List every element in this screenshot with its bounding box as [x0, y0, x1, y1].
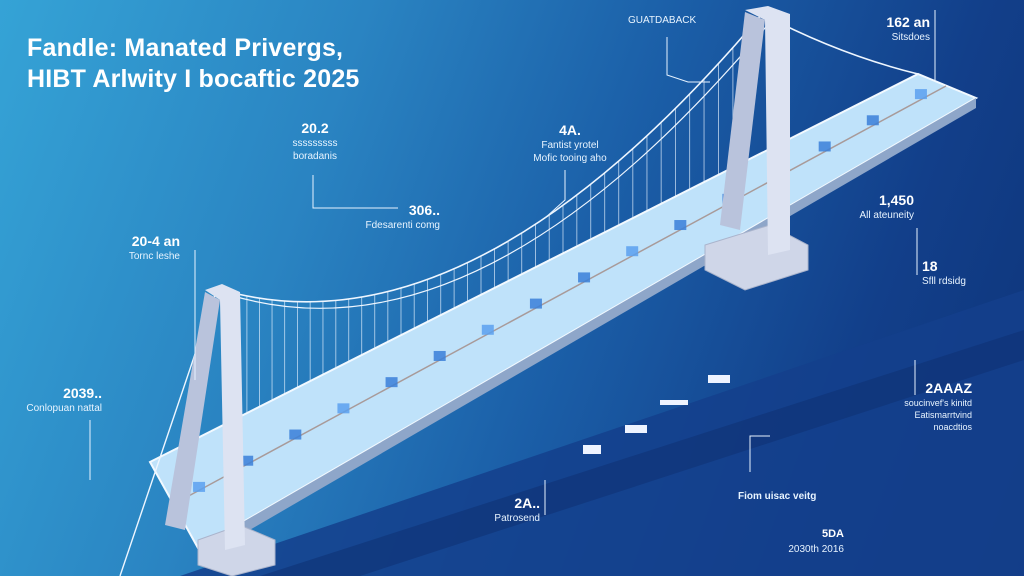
left-tower-leg-back [165, 292, 220, 530]
label-text: Sitsdoes [891, 32, 930, 43]
label-value: 20-4 an [131, 233, 180, 249]
label-left-mid: 20-4 an Tornc leshe [100, 233, 180, 263]
label-top-right: 162 an Sitsdoes [860, 14, 930, 44]
deck-structure [914, 89, 927, 100]
deck-structure [241, 455, 254, 466]
label-text: Fdesarenti comg [365, 220, 440, 231]
deck-structure [866, 115, 879, 126]
label-text: Sfll rdsidg [922, 276, 966, 287]
label-mid: 306.. Fdesarenti comg [340, 202, 440, 232]
label-text: GUATDABACK [628, 15, 697, 26]
label-value: 162 an [886, 14, 930, 30]
label-value: 4A. [559, 122, 581, 138]
deck-structure [578, 272, 591, 283]
label-value: 18 [922, 258, 938, 274]
deck-structure [481, 324, 494, 335]
label-text: All ateuneity [859, 210, 914, 221]
label-text: Tornc leshe [128, 251, 180, 262]
label-text: Patrosend [494, 513, 540, 524]
label-bottom-right: 5DA 2030th 2016 [760, 526, 844, 556]
deck-structure [385, 377, 398, 388]
main-cable [221, 12, 919, 303]
label-top-center: GUATDABACK [628, 14, 696, 27]
label-text: boradanis [293, 151, 337, 162]
title-line-1: Fandle: Manated Privergs, [27, 34, 344, 62]
page-title: Fandle: Manated Privergs, HIBT Arlwity I… [27, 33, 360, 95]
deck-structure [337, 403, 350, 414]
label-value: 2039.. [63, 385, 102, 401]
label-text: sssssssss [292, 138, 338, 149]
label-upper-left: 20.2 sssssssss boradanis [270, 120, 360, 163]
label-bottom-mid: 2A.. Patrosend [480, 495, 540, 525]
label-text: Fantist yrotel [541, 140, 599, 151]
label-value: 1,450 [878, 192, 914, 208]
label-left-low: 2039.. Conlopuan nattal [10, 385, 102, 415]
deck-structure [289, 429, 302, 440]
right-tower-leg-back [720, 12, 765, 230]
water [180, 290, 1024, 576]
label-text: Eatismarrtvind [914, 410, 972, 420]
label-value: 20.2 [301, 120, 329, 136]
leader-lines [89, 10, 936, 515]
label-text: Conlopuan nattal [26, 403, 102, 414]
deck-structure [626, 246, 639, 257]
deck-structure [674, 220, 687, 231]
label-value: 5DA [821, 528, 844, 540]
deck-structure [193, 481, 206, 492]
label-text: noacdtios [933, 422, 972, 432]
deck-structure [433, 350, 446, 361]
title-line-2: HIBT Arlwity I bocaftic 2025 [27, 65, 360, 93]
label-value: 2A.. [514, 495, 540, 511]
label-value: 2AAAZ [925, 380, 972, 396]
label-text: 2030th 2016 [788, 544, 844, 555]
boats [583, 375, 730, 454]
right-tower-leg [745, 6, 790, 255]
water-shadow [260, 330, 1024, 576]
label-value: 306.. [408, 202, 440, 218]
deck-structure [818, 141, 831, 152]
label-text: soucinvef's kinitd [904, 398, 972, 408]
left-tower-leg [205, 284, 245, 550]
label-bottom-center: Fiom uisac veitg [738, 490, 816, 503]
main-cable-2 [229, 21, 771, 309]
label-text: Mofic tooing aho [533, 153, 607, 164]
label-text: Fiom uisac veitg [738, 491, 817, 502]
deck-structure [529, 298, 542, 309]
